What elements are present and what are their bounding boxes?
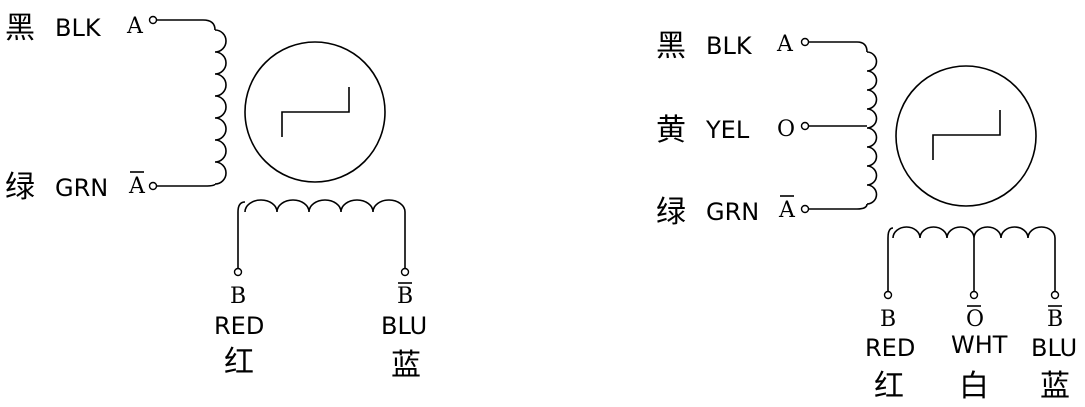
right-terminal-b-bar <box>1050 290 1060 300</box>
right-label-red-cn: 红 <box>874 369 904 404</box>
right-label-grn-cn: 绿 <box>656 195 686 230</box>
right-label-blu-en: BLU <box>1031 334 1077 362</box>
left-coil-a-winding <box>214 29 227 185</box>
right-label-blk-cn: 黑 <box>656 29 686 64</box>
left-label-blk-cn: 黑 <box>5 11 35 46</box>
right-terminal-o-bar <box>969 290 979 300</box>
right-pin-a: A <box>776 32 794 57</box>
right-label-blk-en: BLK <box>706 32 753 60</box>
left-coil-b-left-lead <box>237 201 246 268</box>
right-motor-diagram: 黑 BLK A 黄 YEL O 绿 GRN A B O B <box>656 29 1077 404</box>
right-label-wht-cn: 白 <box>959 369 989 404</box>
right-label-red-en: RED <box>865 334 915 362</box>
left-label-blk-en: BLK <box>55 14 102 42</box>
right-coil-b-left-lead <box>887 227 894 291</box>
left-label-red-en: RED <box>214 312 264 340</box>
left-terminal-b <box>233 267 243 277</box>
right-pin-b-bar: B <box>1047 307 1063 332</box>
left-label-grn-cn: 绿 <box>5 170 35 205</box>
right-label-blu-cn: 蓝 <box>1040 369 1070 404</box>
right-label-yel-cn: 黄 <box>656 113 686 148</box>
right-coil-a-top-lead <box>809 41 868 53</box>
right-pin-b: B <box>880 307 896 332</box>
right-coil-b-winding <box>892 226 1056 239</box>
left-terminal-a-bar <box>148 181 158 191</box>
right-rotor-symbol <box>932 110 1001 160</box>
left-label-red-cn: 红 <box>224 345 254 380</box>
left-pin-a: A <box>126 14 144 39</box>
left-pin-a-bar: A <box>128 174 146 199</box>
left-label-blu-cn: 蓝 <box>391 348 421 383</box>
right-pin-o: O <box>777 117 795 142</box>
left-terminal-b-bar <box>400 267 410 277</box>
left-pin-b: B <box>230 284 246 309</box>
right-label-yel-en: YEL <box>705 116 750 144</box>
left-pin-b-bar: B <box>397 284 413 309</box>
right-pin-o-bar: O <box>966 307 984 332</box>
right-label-wht-en: WHT <box>951 331 1008 359</box>
left-terminal-a <box>148 15 158 25</box>
right-terminal-b <box>883 290 893 300</box>
left-label-grn-en: GRN <box>55 174 108 202</box>
right-coil-a-winding <box>866 51 878 205</box>
left-motor-diagram: 黑 BLK A 绿 GRN A B B RED BLU 红 蓝 <box>5 11 427 383</box>
right-label-grn-en: GRN <box>706 198 759 226</box>
left-coil-b-winding <box>244 199 406 213</box>
left-rotor-symbol <box>281 87 350 137</box>
right-terminal-a-bar <box>800 204 810 214</box>
right-coil-a-bottom-lead <box>809 203 868 210</box>
left-label-blu-en: BLU <box>381 312 427 340</box>
right-terminal-o <box>800 121 810 131</box>
right-rotor-circle <box>895 65 1037 207</box>
left-coil-a-bottom-lead <box>157 183 216 187</box>
right-terminal-a <box>800 37 810 47</box>
left-rotor-circle <box>244 41 386 183</box>
right-pin-a-bar: A <box>778 198 796 223</box>
left-coil-a-top-lead <box>157 19 216 31</box>
